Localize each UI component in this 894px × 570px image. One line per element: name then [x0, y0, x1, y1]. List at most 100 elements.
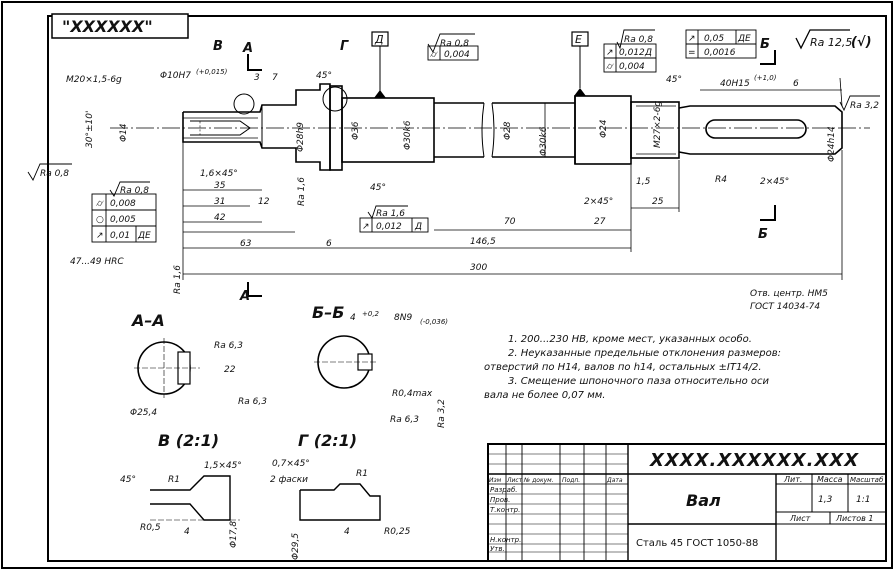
shaft-right-end	[678, 105, 843, 155]
tol-mid-val: 0,012	[376, 222, 402, 232]
hardness-hrc: 47...49 HRC	[70, 257, 124, 267]
tol-top-val: 0,004	[444, 50, 470, 60]
dim-300: 300	[470, 263, 487, 273]
section-aa-title: А–А	[130, 311, 165, 330]
detail-v-view: В (2:1) 1,5×45° 45° R1 R0,5 4 Φ17,8	[120, 431, 242, 548]
tol-e-val-2: 0,004	[619, 62, 645, 72]
section-bb-width: 4	[350, 313, 356, 323]
general-roughness-paren: (√)	[851, 35, 872, 50]
detail-g-r025: R0,25	[384, 527, 411, 537]
title-col-date: Дата	[606, 477, 623, 484]
dim-m27: M27×2-6g	[653, 101, 663, 148]
section-bb-ra32: Ra 3,2	[437, 399, 447, 428]
dim-chamfer-1-6: 1,6×45°	[200, 169, 238, 179]
section-mark-a-bottom: А	[239, 289, 250, 304]
tol-mid-datum: Д	[414, 222, 422, 232]
title-sheets-label: Листов 1	[835, 514, 874, 523]
tol-left-sym-3: ↗	[96, 231, 104, 241]
dim-45-lower: 45°	[370, 183, 386, 193]
dim-146-5: 146,5	[470, 237, 496, 247]
section-bb-key: 8N9	[394, 313, 412, 323]
detail-g-note: 2 фаски	[270, 475, 308, 485]
dim-70: 70	[504, 217, 516, 227]
keyway	[705, 119, 807, 139]
detail-g-d295: Φ29,5	[291, 533, 301, 560]
datum-e-box: Е	[571, 31, 589, 96]
dim-d14: Φ14	[119, 123, 129, 142]
detail-v-chamfer: 1,5×45°	[204, 461, 242, 471]
dim-d24: Φ24	[599, 119, 609, 138]
roughness-symbols	[27, 29, 880, 220]
dim-45-top: 45°	[316, 71, 332, 81]
section-aa-ra63-2: Ra 6,3	[238, 397, 267, 407]
title-block	[487, 443, 887, 562]
dimension-lines	[182, 77, 843, 280]
note-1: 1. 200...230 HB, кроме мест, указанных о…	[508, 333, 752, 345]
title-col-list: Лист	[506, 477, 523, 484]
detail-v-r05: R0,5	[140, 523, 161, 533]
title-col-docnum: № докум.	[523, 477, 554, 484]
dim-2x45-b: 2×45°	[760, 177, 789, 187]
svg-text:Д: Д	[374, 33, 384, 46]
corner-code-box: "XXXXXX"	[51, 13, 189, 39]
detail-v-w4: 4	[184, 527, 190, 537]
title-sheet-label: Лист	[789, 514, 811, 523]
note-3: 3. Смещение шпоночного паза относительно…	[508, 376, 770, 387]
tol-right-sym-1: ↗	[688, 34, 696, 44]
tol-left-sym-1: ⌭	[96, 199, 104, 209]
detail-v-title: В (2:1)	[158, 431, 219, 450]
detail-v-d178: Φ17,8	[229, 521, 239, 548]
general-roughness-value: Ra 12,5	[810, 36, 852, 49]
tol-right-val-2: 0,0016	[704, 48, 736, 58]
break-left	[481, 102, 485, 158]
section-bb-title: Б–Б	[312, 303, 344, 322]
dim-hole: Φ10H7	[160, 71, 191, 81]
dim-27: 27	[594, 217, 606, 227]
corner-code-text: "XXXXXX"	[62, 17, 153, 36]
roughness-ra16-bottom: Ra 1,6	[173, 265, 183, 294]
tol-left-val-2: 0,005	[110, 215, 136, 225]
dim-d28: Φ28	[503, 121, 513, 140]
tol-mid-sym: ↗	[362, 222, 370, 232]
tol-left-sym-2: ○	[96, 215, 104, 225]
section-bb-key-tol: (-0,036)	[420, 318, 448, 326]
tol-e-sym-1: ↗	[606, 48, 614, 58]
center-hole-note-2: ГОСТ 14034-74	[750, 302, 820, 312]
title-mass-label: Масса	[817, 475, 843, 484]
detail-mark-v: В	[213, 39, 223, 54]
dim-keyway-tol: (+1,0)	[754, 74, 777, 82]
section-arrows	[247, 50, 776, 297]
title-row-nkontr: Н.контр.	[490, 536, 521, 544]
dim-7: 7	[272, 73, 278, 83]
title-material: Сталь 45 ГОСТ 1050-88	[636, 538, 758, 549]
dim-12: 12	[258, 197, 270, 207]
section-mark-b-top: Б	[760, 37, 770, 52]
detail-g-view: Г (2:1) 0,7×45° 2 фаски R1 Φ29,5 4 R0,25	[270, 431, 411, 560]
section-bb-ra63: Ra 6,3	[390, 415, 419, 425]
sheet-inner-frame	[47, 15, 887, 562]
note-3-cont: вала не более 0,07 мм.	[484, 389, 605, 401]
dim-1-5: 1,5	[636, 177, 651, 187]
title-mass: 1,3	[818, 495, 833, 505]
title-row-prov: Пров.	[490, 496, 510, 504]
dim-d28h9: Φ28h9	[296, 122, 306, 152]
dim-d30k6-right: Φ30k6	[539, 126, 549, 156]
section-aa-dia: Φ25,4	[130, 408, 157, 418]
dim-3: 3	[254, 73, 260, 83]
shaft-left-end	[182, 83, 331, 171]
detail-g-circle	[322, 86, 348, 112]
title-col-izm: Изм	[489, 477, 502, 484]
roughness-ra08-left: Ra 0,8	[40, 169, 69, 179]
dim-30: 30°±10'	[85, 111, 95, 148]
section-mark-a-top: А	[242, 41, 253, 56]
section-aa-ra63-1: Ra 6,3	[214, 341, 243, 351]
dim-42: 42	[214, 213, 226, 223]
section-bb-radius: R0,4max	[392, 389, 433, 399]
title-row-razrab: Разраб.	[490, 486, 518, 494]
dim-6-left: 6	[326, 239, 332, 249]
general-roughness: Ra 12,5 (√)	[795, 29, 872, 50]
dim-35: 35	[214, 181, 226, 191]
detail-mark-g: Г	[340, 39, 349, 54]
